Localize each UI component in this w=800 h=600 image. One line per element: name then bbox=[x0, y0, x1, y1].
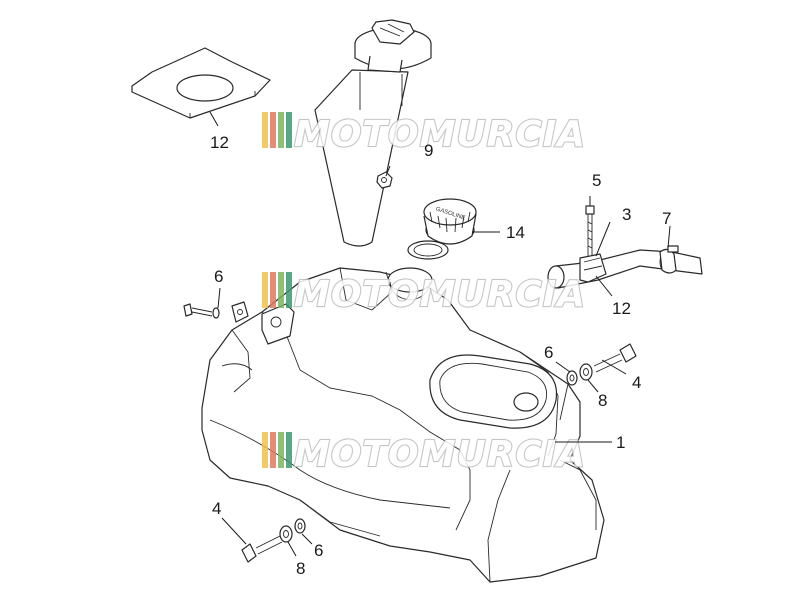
callout-1: 1 bbox=[616, 433, 625, 452]
gasket-plate-part bbox=[131, 47, 271, 119]
right-washer-8-part bbox=[579, 363, 593, 381]
callout-7: 7 bbox=[662, 209, 671, 228]
bottom-bolt-part bbox=[241, 535, 283, 563]
callout-5: 5 bbox=[592, 171, 601, 190]
callout-14: 14 bbox=[506, 223, 525, 242]
watermark-top-text: MOTOMURCIA bbox=[294, 114, 586, 155]
callout-9: 9 bbox=[424, 141, 433, 160]
left-bracket-bolt-part bbox=[183, 303, 220, 319]
cap-seal-ring-part bbox=[407, 240, 449, 260]
callout-labels: 12 9 14 5 3 7 12 6 6 4 8 1 4 8 6 bbox=[210, 133, 671, 578]
callout-4-bottom: 4 bbox=[212, 499, 221, 518]
callout-12: 12 bbox=[612, 299, 631, 318]
watermark-bottom: MOTOMURCIA bbox=[262, 432, 586, 476]
bottom-washer-6-part bbox=[294, 518, 306, 534]
square-nut-part bbox=[231, 301, 249, 323]
right-bolt-part bbox=[593, 343, 637, 373]
watermark-middle: MOTOMURCIA bbox=[262, 272, 586, 316]
callout-6-left: 6 bbox=[214, 267, 223, 286]
callout-6-right: 6 bbox=[544, 343, 553, 362]
callout-8-right: 8 bbox=[598, 391, 607, 410]
nut-part bbox=[376, 171, 393, 189]
fuel-tank-part bbox=[201, 267, 605, 583]
fuel-sender-tube-part bbox=[314, 19, 432, 247]
watermark-top: MOTOMURCIA bbox=[262, 112, 586, 156]
watermark-middle-text: MOTOMURCIA bbox=[294, 274, 586, 315]
callout-3: 3 bbox=[622, 205, 631, 224]
bottom-washer-8-part bbox=[279, 525, 293, 543]
watermark-bottom-text: MOTOMURCIA bbox=[294, 434, 586, 475]
hose-clamp-part bbox=[659, 245, 679, 274]
callout-8-bottom: 8 bbox=[296, 559, 305, 578]
callout-6-bottom: 6 bbox=[314, 541, 323, 560]
callout-4-right: 4 bbox=[632, 373, 641, 392]
fuel-cap-part: GASOLINE bbox=[423, 198, 477, 245]
leader-lines bbox=[209, 111, 671, 557]
right-washer-6-part bbox=[566, 370, 578, 386]
callout-13: 12 bbox=[210, 133, 229, 152]
screw-part bbox=[585, 205, 595, 256]
